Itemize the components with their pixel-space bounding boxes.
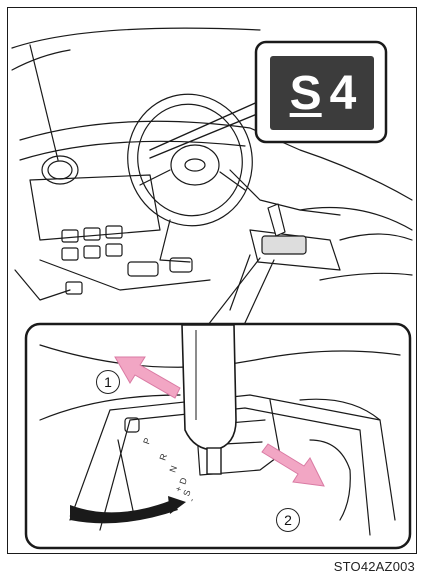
shift-indicator-display: S 4 (274, 60, 372, 126)
dash-buttons (62, 226, 122, 260)
figure-id: STO42AZ003 (334, 559, 415, 574)
shift-lever (182, 325, 236, 450)
callout-2: 2 (276, 508, 300, 532)
lever-shaft (207, 448, 221, 474)
shift-gate-small (262, 236, 306, 254)
callout-1: 1 (96, 370, 120, 394)
indicator-letter: S (290, 66, 322, 121)
windshield-pillar (12, 28, 260, 48)
indicator-number: 4 (330, 66, 357, 121)
